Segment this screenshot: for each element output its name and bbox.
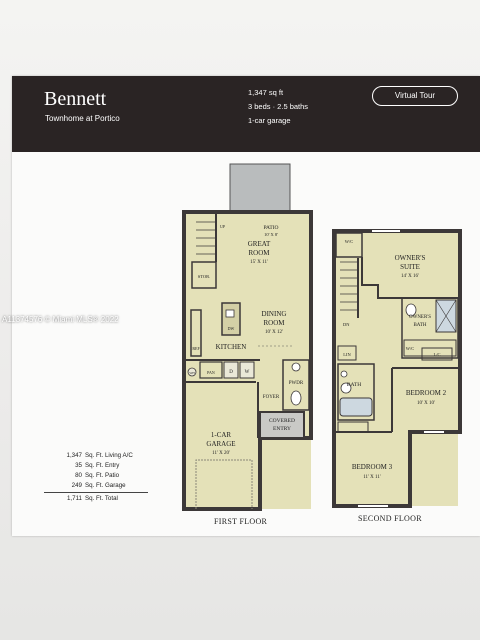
stat-row-total: 1,711 Sq. Ft. Total	[40, 494, 148, 504]
wic2-label: W/C	[406, 346, 415, 351]
pwdr-sink	[291, 362, 301, 372]
stat-value: 1,711	[66, 495, 82, 502]
stat-label: Sq. Ft. Entry	[85, 462, 120, 469]
stor-label: STOR.	[198, 274, 211, 279]
pantry	[199, 361, 223, 379]
covered-entry	[259, 411, 305, 439]
kitchen-label: KITCHEN	[216, 343, 247, 351]
bedroom2-wall	[391, 367, 460, 432]
mls-watermark: A11374576 © Miami MLS® 2022	[2, 315, 119, 324]
garage-label-2: GARAGE	[206, 440, 235, 448]
lin-label: LIN	[343, 352, 351, 357]
dryer-label: D	[229, 370, 233, 375]
dining-label-2: ROOM	[263, 319, 285, 327]
dryer	[223, 361, 239, 379]
stat-row: 249 Sq. Ft. Garage	[40, 481, 148, 491]
kitchen-counter	[190, 309, 202, 357]
garage-label: 1-CAR	[211, 431, 232, 439]
stat-row: 35 Sq. Ft. Entry	[40, 461, 148, 471]
stat-divider	[44, 492, 148, 493]
stat-label: Sq. Ft. Living A/C	[85, 452, 133, 459]
up-label: UP	[220, 224, 226, 229]
foyer-label: FOYER	[263, 395, 280, 400]
plan-title: Bennett	[44, 88, 107, 110]
closet-bedroom2	[421, 347, 453, 361]
virtual-tour-button[interactable]: Virtual Tour	[372, 86, 458, 106]
storage-room	[191, 261, 217, 289]
pwdr-label: PWDR	[289, 381, 304, 386]
ref-label: REF	[192, 346, 200, 351]
plan-garage: 1-car garage	[248, 116, 291, 125]
first-floor-stairs	[196, 214, 217, 262]
covered-label: COVERED	[269, 418, 295, 424]
stat-label: Sq. Ft. Patio	[85, 472, 120, 479]
patio-label: PATIO	[263, 225, 278, 231]
plan-sqft: 1,347 sq ft	[248, 88, 284, 97]
first-floor: PATIO 10' X 8' GREAT ROOM 15' X 11' UP S…	[182, 163, 313, 511]
closet-bedroom3	[337, 421, 369, 433]
powder-room	[282, 359, 310, 411]
bedroom3-dim: 11' X 11'	[363, 475, 381, 480]
owners-bath	[401, 297, 459, 359]
sink	[225, 309, 235, 318]
owners-bath-label: OWNER'S	[409, 315, 431, 320]
washer	[239, 361, 255, 379]
great-room-label-2: ROOM	[248, 249, 270, 257]
stat-value: 1,347	[66, 452, 82, 459]
lc-label: L/C	[433, 352, 440, 357]
bedroom3-label: BEDROOM 3	[352, 463, 393, 471]
second-floor-label: SECOND FLOOR	[358, 514, 422, 523]
stat-label: Sq. Ft. Total	[85, 495, 118, 502]
pan-label: PAN	[207, 370, 215, 375]
owners-suite-label-2: SUITE	[400, 263, 420, 271]
stat-row: 80 Sq. Ft. Patio	[40, 471, 148, 481]
linen-closet	[337, 345, 357, 361]
plan-subtitle: Townhome at Portico	[45, 114, 120, 123]
stat-row: 1,347 Sq. Ft. Living A/C	[40, 451, 148, 461]
great-room-dim: 15' X 11'	[250, 260, 268, 265]
garage-door	[195, 459, 253, 509]
second-floor-walls	[332, 229, 462, 508]
bathtub	[339, 397, 373, 417]
owners-toilet	[405, 303, 417, 317]
wic-top	[335, 232, 363, 258]
entry-label: ENTRY	[273, 426, 291, 432]
stat-label: Sq. Ft. Garage	[85, 482, 126, 489]
stat-value: 35	[75, 462, 82, 469]
patio-dim: 10' X 8'	[264, 232, 278, 237]
washer-label: W	[245, 370, 250, 375]
bedroom2-dim: 10' X 10'	[417, 401, 435, 406]
wic-top-label: W/C	[345, 239, 354, 244]
bedroom2-label: BEDROOM 2	[406, 389, 447, 397]
dining-dim: 10' X 12'	[265, 330, 283, 335]
header-bar: Bennett Townhome at Portico 1,347 sq ft …	[12, 76, 480, 152]
bath-toilet	[340, 382, 352, 394]
plan-beds-baths: 3 beds · 2.5 baths	[248, 102, 309, 111]
patio	[229, 163, 291, 212]
plan-info: 1,347 sq ft 3 beds · 2.5 baths 1-car gar…	[248, 86, 308, 128]
second-floor: W/C OWNER'S SUITE 14' X 16' OWNER'S BATH…	[332, 229, 462, 508]
wh-label: WH	[189, 371, 195, 375]
dw-label: DW	[228, 326, 235, 331]
dining-label: DINING	[262, 310, 287, 318]
second-floor-stairs	[340, 258, 359, 318]
great-room-label: GREAT	[248, 240, 271, 248]
garage-dim: 11' X 20'	[212, 451, 230, 456]
toilet	[290, 390, 302, 406]
stat-value: 249	[71, 482, 82, 489]
area-summary: 1,347 Sq. Ft. Living A/C 35 Sq. Ft. Entr…	[40, 451, 148, 504]
hall-bath-label: BATH	[347, 382, 361, 388]
owners-bath-label-2: BATH	[413, 323, 426, 328]
water-heater	[187, 367, 197, 377]
dn-label: DN	[343, 322, 350, 327]
first-floor-label: FIRST FLOOR	[214, 517, 268, 526]
owners-suite-dim: 14' X 16'	[401, 274, 419, 279]
hall-bath	[337, 363, 375, 421]
owners-suite-label: OWNER'S	[395, 254, 426, 262]
stat-value: 80	[75, 472, 82, 479]
